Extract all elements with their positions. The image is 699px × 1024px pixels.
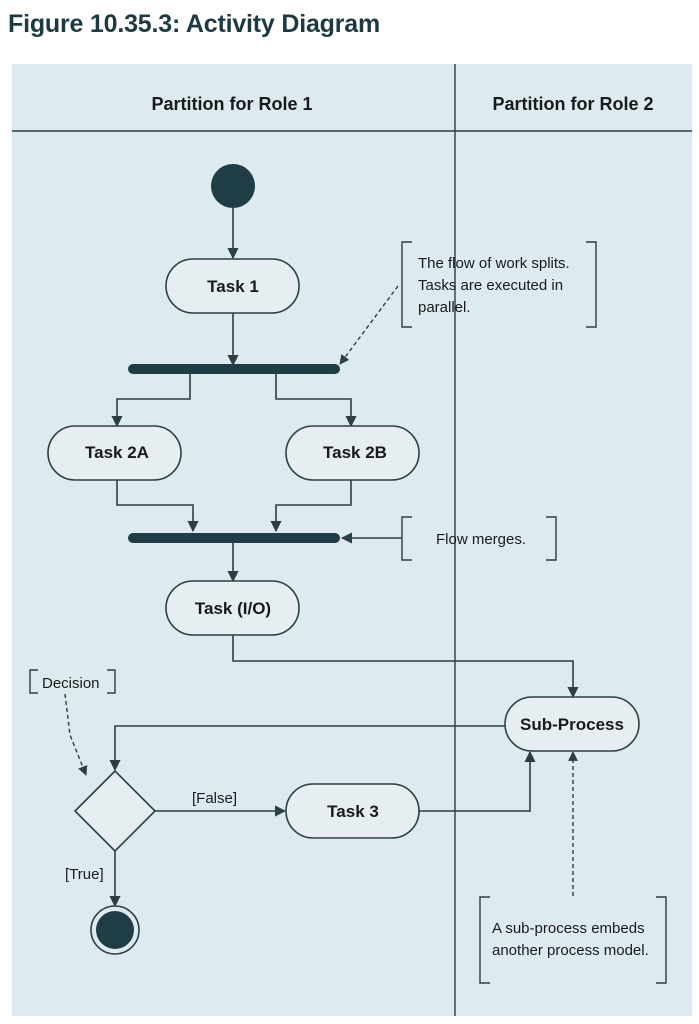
task-2a-label: Task 2A: [85, 443, 149, 462]
note-split-connector: [339, 285, 399, 365]
initial-node: [211, 164, 255, 208]
note-split-line-3: parallel.: [418, 299, 471, 316]
flow-fork-to-task2b: [275, 374, 357, 428]
task-3-label: Task 3: [327, 802, 379, 821]
join-bar: [128, 533, 340, 543]
note-split: The flow of work splits. Tasks are execu…: [401, 241, 597, 328]
final-node-core: [96, 911, 134, 949]
note-subprocess-line-2: another process model.: [492, 942, 649, 959]
task-2b-label: Task 2B: [323, 443, 387, 462]
flow-task2b-to-join: [270, 480, 352, 533]
swimlane-background: [12, 64, 692, 1016]
note-decision: Decision: [29, 669, 116, 694]
fork-bar: [128, 364, 340, 374]
note-merge-text: Flow merges.: [436, 531, 526, 548]
subprocess-node: [504, 696, 640, 752]
lane-title-role-2: Partition for Role 2: [492, 94, 653, 114]
note-subprocess-line-1: A sub-process embeds: [492, 920, 645, 937]
note-decision-connector: [64, 693, 88, 776]
task-2a-node: [47, 425, 182, 481]
figure-title: Figure 10.35.3: Activity Diagram: [8, 10, 380, 38]
guard-true-label: [True]: [65, 866, 104, 883]
flow-task2a-to-join: [116, 480, 199, 533]
flow-subprocess-to-decision: [109, 725, 505, 772]
subprocess-label: Sub-Process: [520, 715, 624, 734]
guard-false-label: [False]: [192, 790, 237, 807]
task-io-label: Task (I/O): [195, 599, 271, 618]
note-decision-text: Decision: [42, 675, 100, 692]
lane-title-role-1: Partition for Role 1: [151, 94, 312, 114]
note-subprocess: A sub-process embeds another process mod…: [479, 896, 667, 984]
flow-task-io-to-subprocess: [232, 635, 579, 699]
flow-fork-to-task2a: [111, 374, 191, 428]
flow-task3-to-subprocess: [419, 750, 536, 812]
task-2b-node: [285, 425, 420, 481]
task-1-label: Task 1: [207, 277, 259, 296]
note-split-line-1: The flow of work splits.: [418, 255, 570, 272]
note-split-line-2: Tasks are executed in: [418, 277, 563, 294]
